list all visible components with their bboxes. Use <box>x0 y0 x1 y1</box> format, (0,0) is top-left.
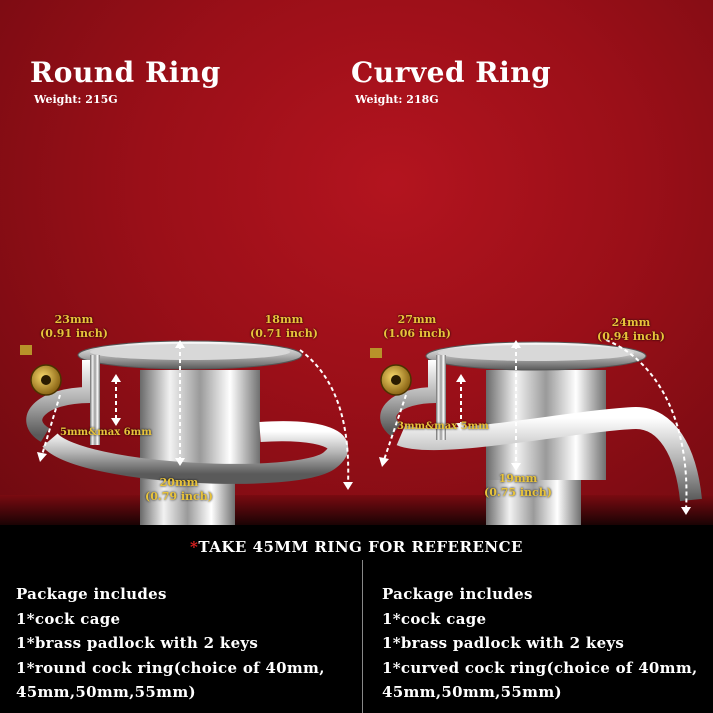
curved-ring-product-image <box>370 339 702 525</box>
round-ring-gap-label: 5mm&max 6mm <box>60 427 152 438</box>
reference-star: * <box>190 538 199 556</box>
reference-note: *TAKE 45MM RING FOR REFERENCE <box>0 538 713 556</box>
list-item: 1*brass padlock with 2 keys <box>382 634 625 652</box>
round-ring-title: Round Ring <box>30 56 221 89</box>
curved-ring-dim-top-right: 24mm(0.94 inch) <box>597 316 665 343</box>
round-ring-dim-top-right: 18mm(0.71 inch) <box>250 313 318 340</box>
list-item: 45mm,50mm,55mm) <box>382 683 562 701</box>
list-item: 1*cock cage <box>382 609 487 628</box>
list-item: 1*cock cage <box>16 609 121 628</box>
list-item: 1*brass padlock with 2 keys <box>16 634 259 652</box>
list-item: 45mm,50mm,55mm) <box>16 683 196 701</box>
curved-ring-weight: Weight: 218G <box>355 93 439 106</box>
list-item: 1*round cock ring(choice of 40mm, <box>16 658 325 677</box>
package-list-round: Package includes 1*cock cage 1*brass pad… <box>16 582 325 705</box>
curved-ring-title: Curved Ring <box>351 56 552 89</box>
package-list-curved: Package includes 1*cock cage 1*brass pad… <box>382 582 698 705</box>
round-ring-dim-top-left: 23mm(0.91 inch) <box>40 313 108 340</box>
round-ring-weight: Weight: 215G <box>34 93 118 106</box>
round-ring-product-image <box>20 340 353 525</box>
package-info-panel <box>0 525 713 713</box>
list-item: 1*curved cock ring(choice of 40mm, <box>382 658 698 677</box>
product-photo-area <box>0 0 713 525</box>
reference-text: TAKE 45MM RING FOR REFERENCE <box>198 538 523 556</box>
column-divider <box>362 560 363 713</box>
curved-ring-dim-bottom: 19mm(0.75 inch) <box>484 472 552 499</box>
list-item: Package includes <box>382 585 533 603</box>
list-item: Package includes <box>16 585 167 603</box>
round-ring-dim-bottom: 20mm(0.79 inch) <box>145 476 213 503</box>
curved-ring-gap-label: 3mm&max 5mm <box>397 421 489 432</box>
curved-ring-dim-top-left: 27mm(1.06 inch) <box>383 313 451 340</box>
